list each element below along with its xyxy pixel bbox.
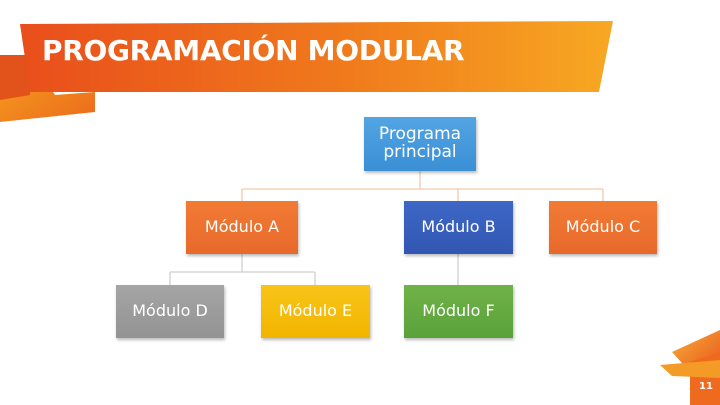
slide-title: PROGRAMACIÓN MODULAR [42,34,465,67]
node-modulo-c: Módulo C [549,201,657,254]
node-modulo-f-label: Módulo F [422,301,495,321]
node-modulo-d-label: Módulo D [132,301,208,321]
node-modulo-a-label: Módulo A [204,217,280,237]
node-modulo-a: Módulo A [186,201,298,254]
node-modulo-d: Módulo D [116,285,224,338]
node-modulo-e-label: Módulo E [278,301,353,321]
node-programa-principal: Programa principal [364,117,476,171]
node-modulo-c-label: Módulo C [565,217,641,237]
corner-shape-tab [660,360,720,378]
title-banner-shape [20,21,613,92]
node-modulo-e: Módulo E [261,285,370,338]
node-modulo-b-label: Módulo B [421,217,496,237]
page-number: 11 [699,381,713,392]
ribbon-back-shape [0,55,30,100]
node-modulo-f: Módulo F [404,285,513,338]
node-modulo-b: Módulo B [404,201,513,254]
node-programa-principal-label: Programa principal [378,124,462,162]
